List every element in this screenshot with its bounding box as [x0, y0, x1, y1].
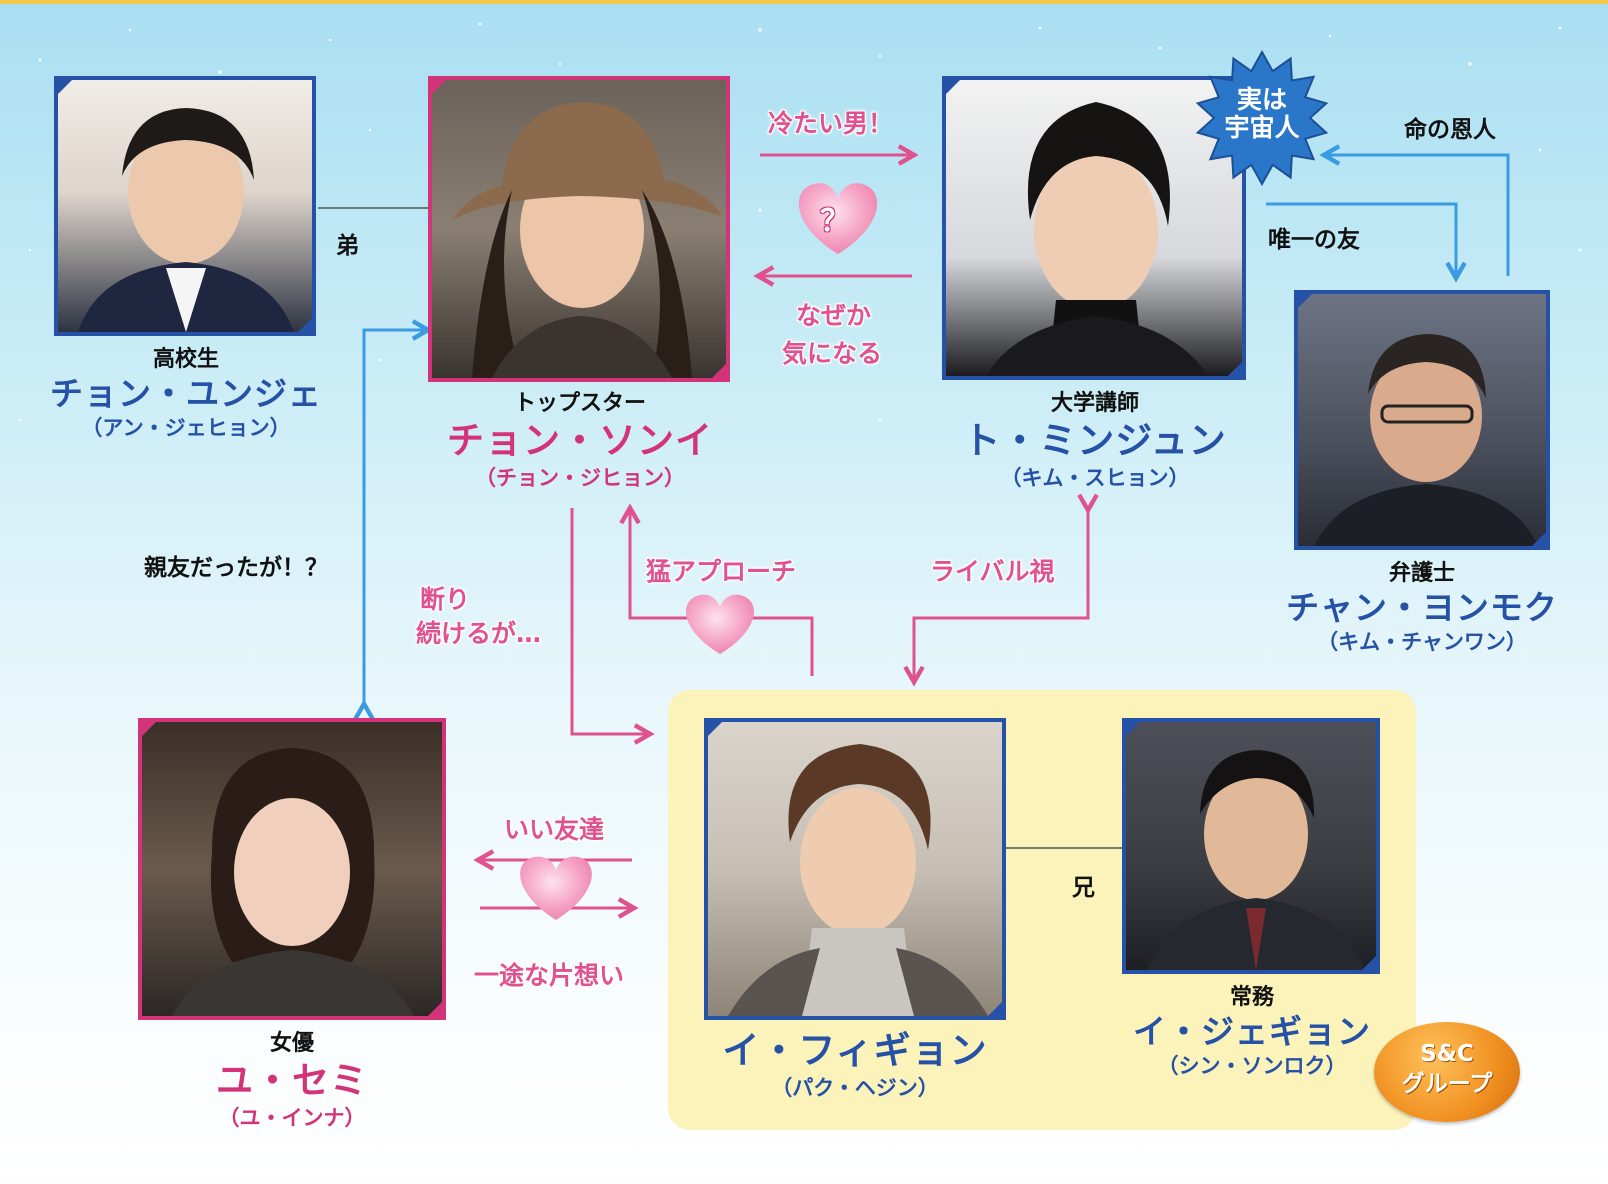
heart-icon-approach	[686, 594, 754, 654]
alien-line-2: 宇宙人	[1224, 113, 1300, 142]
person-silhouette-eunje	[78, 108, 294, 332]
arrow-only-friend	[1266, 202, 1456, 276]
person-silhouette-songyi	[452, 102, 722, 378]
person-silhouette-hwigyeong	[728, 744, 988, 1016]
actor-hwigyeong: （パク・ヘジン）	[771, 1076, 939, 1100]
label-rival: ライバル視	[930, 557, 1055, 586]
caption-youngmok: 弁護士 チャン・ヨンモク （キム・チャンワン）	[1272, 560, 1572, 656]
label-younger-brother: 弟	[336, 233, 359, 259]
name-jaegyeong: イ・ジェギョン	[1133, 1012, 1371, 1051]
arrow-best-friends	[364, 330, 426, 706]
role-youngmok: 弁護士	[1388, 561, 1455, 586]
starburst-icon	[1195, 49, 1329, 187]
label-best-friends: 親友だったが！？	[144, 555, 328, 581]
name-minjun: ト・ミンジュン	[963, 419, 1227, 462]
portrait-jaegyeong	[1122, 718, 1380, 974]
label-good-friend: いい友達	[504, 815, 605, 844]
role-semi: 女優	[269, 1031, 314, 1056]
heart-icon-question	[798, 183, 878, 255]
role-songyi: トップスター	[513, 391, 646, 416]
portrait-minjun	[942, 76, 1246, 380]
question-mark-label: ？	[820, 204, 850, 239]
name-eunje: チョン・ユンジェ	[50, 374, 322, 413]
label-curious-1: なぜか	[796, 301, 872, 330]
arrow-keep-refusing	[570, 508, 648, 734]
actor-minjun: （キム・スヒョン）	[1000, 466, 1190, 490]
actor-semi: （ユ・インナ）	[218, 1106, 366, 1130]
role-eunje: 高校生	[152, 347, 219, 372]
name-songyi: チョン・ソンイ	[447, 419, 713, 462]
label-curious-2: 気になる	[782, 339, 883, 368]
role-minjun: 大学講師	[1050, 391, 1139, 416]
sc-badge-line-2: グループ	[1401, 1071, 1493, 1097]
caption-songyi: トップスター チョン・ソンイ （チョン・ジヒョン）	[420, 390, 740, 492]
portrait-youngmok	[1294, 290, 1550, 550]
portrait-semi	[138, 718, 446, 1020]
role-jaegyeong: 常務	[1229, 985, 1274, 1010]
sc-group-badge: S&C グループ	[1374, 1022, 1520, 1122]
actor-jaegyeong: （シン・ソンロク）	[1157, 1054, 1347, 1078]
arrow-savior	[1326, 155, 1510, 276]
label-cold-man: 冷たい男！	[768, 109, 894, 138]
actor-youngmok: （キム・チャンワン）	[1317, 630, 1527, 654]
portrait-songyi	[428, 76, 730, 382]
actor-songyi: （チョン・ジヒョン）	[475, 466, 685, 490]
person-silhouette-minjun	[986, 102, 1208, 376]
label-refusing-1: 断り	[420, 585, 471, 614]
actor-eunje: （アン・ジェヒョン）	[81, 416, 291, 440]
name-youngmok: チャン・ヨンモク	[1286, 588, 1558, 627]
label-fierce-approach: 猛アプローチ	[646, 557, 797, 586]
caption-minjun: 大学講師 ト・ミンジュン （キム・スヒョン）	[940, 390, 1250, 492]
label-older-brother: 兄	[1072, 875, 1095, 901]
label-only-friend: 唯一の友	[1268, 227, 1360, 253]
person-silhouette-semi	[172, 748, 414, 1016]
label-refusing-2: 続けるが…	[416, 619, 542, 648]
label-savior: 命の恩人	[1404, 117, 1496, 143]
heart-icon-love	[520, 856, 592, 920]
person-silhouette-youngmok	[1314, 334, 1538, 546]
caption-hwigyeong: イ・フィギョン （パク・ヘジン）	[700, 1028, 1010, 1102]
alien-burst-badge: 実は 宇宙人	[1194, 49, 1330, 187]
portrait-hwigyeong	[704, 718, 1006, 1020]
arrow-rival	[914, 508, 1088, 680]
name-hwigyeong: イ・フィギョン	[722, 1029, 988, 1072]
caption-jaegyeong: 常務 イ・ジェギョン （シン・ソンロク）	[1102, 984, 1402, 1080]
name-semi: ユ・セミ	[216, 1059, 368, 1102]
sc-badge-line-1: S&C	[1420, 1041, 1474, 1067]
label-one-sided-love: 一途な片想い	[474, 961, 625, 990]
caption-semi: 女優 ユ・セミ （ユ・インナ）	[142, 1030, 442, 1132]
portrait-eunje	[54, 76, 316, 336]
person-silhouette-jaegyeong	[1146, 750, 1366, 970]
alien-line-1: 実は	[1236, 85, 1287, 114]
caption-eunje: 高校生 チョン・ユンジェ （アン・ジェヒョン）	[36, 346, 336, 442]
